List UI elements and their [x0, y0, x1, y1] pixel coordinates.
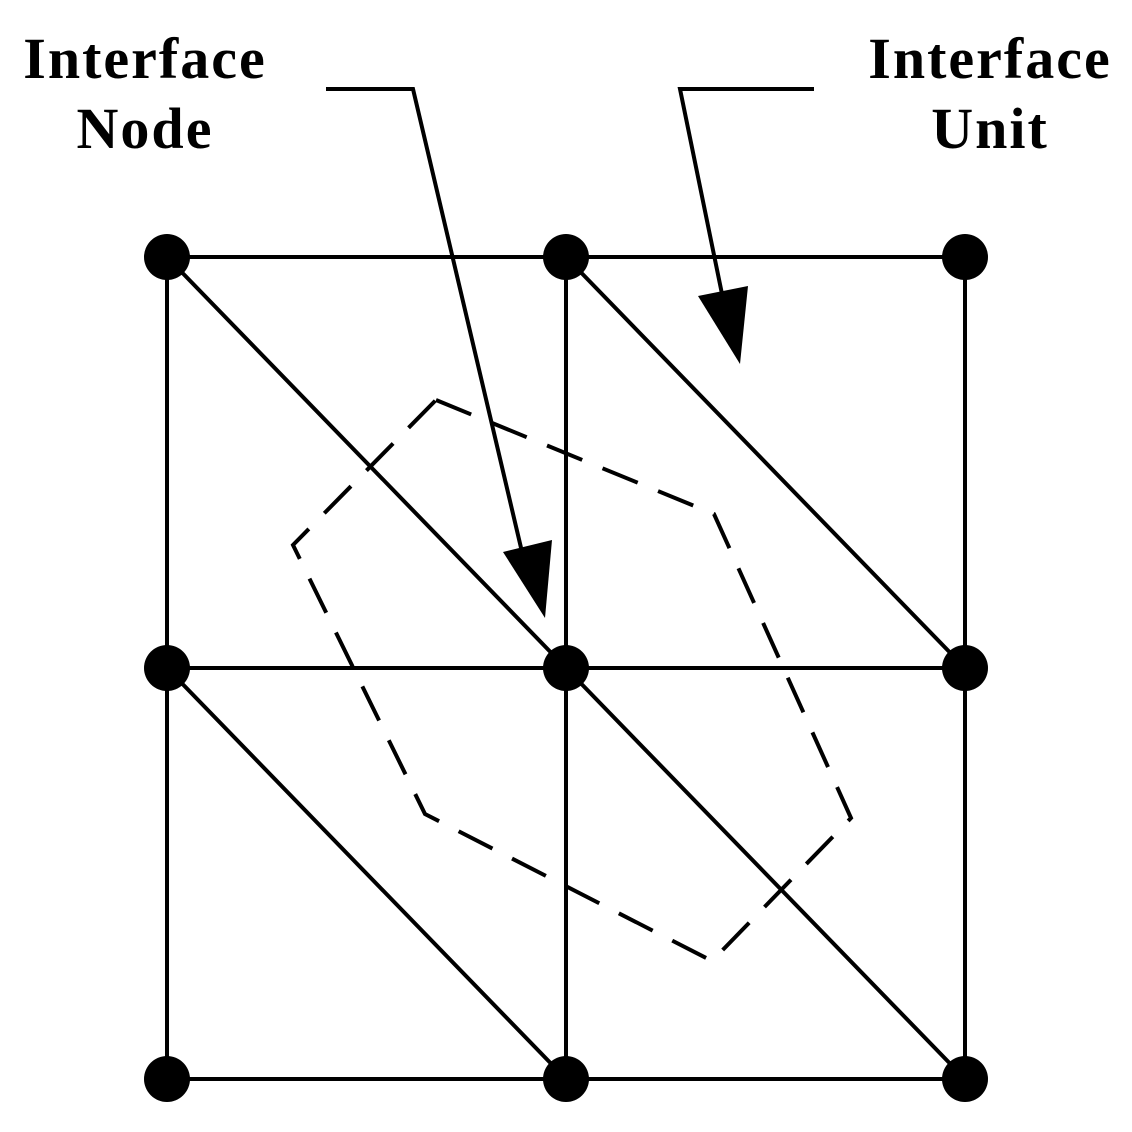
node-bottom-center	[543, 1056, 589, 1102]
diagonal-top-right	[564, 255, 967, 670]
node-bottom-left	[144, 1056, 190, 1102]
mesh-nodes	[144, 234, 988, 1102]
interface-region-dashed-outline	[290, 397, 854, 964]
interface-node-leader-line	[326, 87, 524, 553]
interface-unit-arrowhead	[698, 286, 748, 364]
interface-node-arrowhead	[503, 540, 552, 618]
node-top-right	[942, 234, 988, 280]
interface-node-label: Interface Node	[10, 24, 280, 164]
interface-unit-label-line2: Unit	[931, 96, 1049, 161]
interface-node-arrow	[326, 87, 552, 618]
interface-unit-arrow	[677, 87, 814, 364]
node-top-center	[543, 234, 589, 280]
interface-unit-leader-line	[677, 87, 814, 295]
node-top-left	[144, 234, 190, 280]
node-middle-center	[543, 645, 589, 691]
diagonal-bottom-right	[564, 666, 967, 1081]
interface-node-label-line2: Node	[76, 96, 214, 161]
diagonal-bottom-left	[165, 666, 568, 1081]
interface-unit-label: Interface Unit	[850, 24, 1130, 164]
interface-unit-label-line1: Interface	[868, 26, 1112, 91]
node-bottom-right	[942, 1056, 988, 1102]
diagonal-top-left	[165, 255, 568, 670]
node-middle-right	[942, 645, 988, 691]
node-middle-left	[144, 645, 190, 691]
interface-node-label-line1: Interface	[23, 26, 267, 91]
